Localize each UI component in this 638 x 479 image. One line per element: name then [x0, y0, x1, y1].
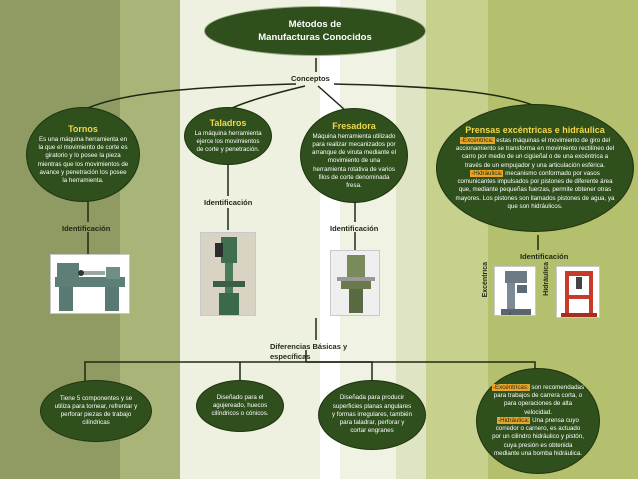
milling-machine-image	[330, 250, 380, 316]
drill-image	[200, 232, 256, 316]
svg-text:≡: ≡	[509, 311, 512, 316]
prensas-hidraulica-label: -Hidráulica:	[470, 169, 504, 177]
bottom-tornos-text: Tiene 5 componentes y se utiliza para to…	[54, 394, 138, 427]
node-tornos: Tornos Es una máquina herramienta en la …	[26, 107, 140, 202]
bottom-taladros-text: Diseñado para el agujereado, huecos cilí…	[211, 393, 269, 418]
bottom-excentrica-desc: son recomendadas para trabajos de carrer…	[493, 384, 585, 416]
excentrica-label: Excéntrica	[482, 262, 489, 298]
bottom-fresadora: Diseñada para producir superficies plana…	[318, 380, 426, 450]
bottom-excentrica-label: -Excéntricas:	[491, 384, 530, 392]
identificacion-fresadora: Identificación	[330, 224, 379, 233]
node-fresadora: Fresadora Máquina herramienta utilizado …	[300, 108, 408, 203]
identificacion-taladros: Identificación	[204, 198, 253, 207]
conceptos-label: Conceptos	[291, 74, 330, 83]
title-line1: Métodos de	[288, 19, 342, 30]
fresadora-title: Fresadora	[332, 120, 376, 131]
bottom-taladros: Diseñado para el agujereado, huecos cilí…	[196, 380, 284, 432]
taladros-text: La máquina herramienta ejerce los movimi…	[194, 129, 262, 154]
lathe-image	[50, 254, 130, 314]
eccentric-press-image: ≡	[494, 266, 536, 316]
prensas-hidraulica-desc: mecanismo conformado por vasos comunican…	[455, 169, 615, 210]
tornos-title: Tornos	[68, 123, 98, 134]
prensas-hidraulica-text: -Hidráulica: mecanismo conformado por va…	[455, 169, 615, 211]
diferencias-label: Diferencias Básicas y específicas	[270, 342, 348, 361]
hidraulica-label: Hidráulica	[543, 262, 550, 296]
node-prensas: Prensas excéntricas e hidráulica -Excént…	[436, 104, 634, 232]
prensas-title: Prensas excéntricas e hidráulica	[465, 125, 605, 136]
bottom-fresadora-text: Diseñada para producir superficies plana…	[331, 394, 413, 435]
prensas-excentrica-text: -Excéntrica: estas máquinas el movimient…	[455, 137, 615, 170]
prensas-excentrica-desc: estas máquinas el movimiento de giro del…	[455, 137, 615, 169]
identificacion-tornos: Identificación	[62, 224, 111, 233]
fresadora-text: Máquina herramienta utilizado para reali…	[312, 132, 396, 189]
prensas-excentrica-label: -Excéntrica:	[459, 137, 495, 145]
bottom-prensas-excentrica: -Excéntricas: son recomendadas para trab…	[491, 384, 585, 417]
bottom-tornos: Tiene 5 componentes y se utiliza para to…	[40, 380, 152, 442]
tornos-text: Es una máquina herramienta en la que el …	[37, 135, 129, 184]
title-line2: Manufacturas Conocidos	[258, 32, 372, 43]
hydraulic-press-image	[556, 266, 600, 318]
identificacion-prensas: Identificación	[520, 252, 569, 261]
bottom-hidraulica-label: -Hidráulica:	[497, 416, 531, 424]
bottom-hidraulica-desc: Una prensa cuyo corredor o carnero, es a…	[492, 416, 584, 457]
taladros-title: Taladros	[209, 117, 247, 128]
title-node: Métodos de Manufacturas Conocidos	[204, 6, 426, 56]
bottom-prensas-hidraulica: -Hidráulica: Una prensa cuyo corredor o …	[491, 416, 585, 458]
node-taladros: Taladros La máquina herramienta ejerce l…	[184, 107, 272, 165]
bottom-prensas: -Excéntricas: son recomendadas para trab…	[476, 368, 600, 474]
